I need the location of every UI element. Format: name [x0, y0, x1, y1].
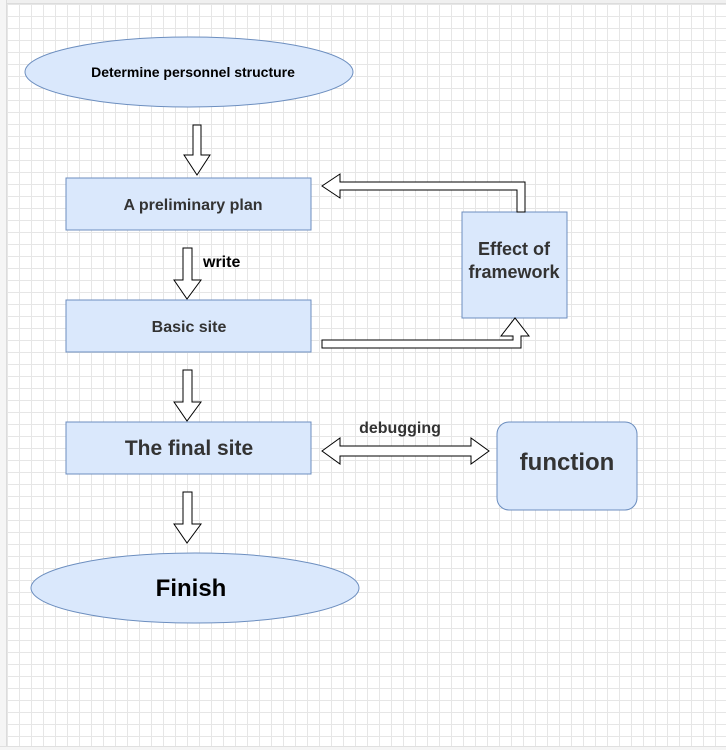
node-basic[interactable]: Basic site [65, 299, 312, 353]
node-framework-shape [461, 211, 568, 319]
arrow-final-function-bidirectional [321, 437, 490, 465]
edge-label-debugging: debugging [359, 420, 441, 437]
arrow-basic-to-final [173, 369, 202, 422]
node-framework-label-line2: framework [468, 262, 560, 282]
arrow-start-to-plan [183, 124, 211, 176]
node-finish-shape [30, 552, 360, 624]
node-final[interactable]: The final site [65, 421, 312, 475]
node-framework[interactable]: Effect of framework [461, 211, 568, 319]
node-plan-label: A preliminary plan [124, 197, 263, 214]
arrow-framework-to-plan [321, 173, 526, 213]
node-final-label: The final site [125, 437, 253, 460]
edge-label-write: write [202, 254, 240, 271]
node-start-label: Determine personnel structure [91, 64, 295, 80]
node-final-shape [65, 421, 312, 475]
node-finish[interactable]: Finish [30, 552, 360, 624]
arrow-plan-to-basic [173, 247, 202, 300]
arrow-basic-to-framework [321, 317, 531, 349]
node-start-shape [24, 36, 354, 108]
node-plan-shape [65, 177, 312, 231]
node-basic-shape [65, 299, 312, 353]
canvas-left-border [0, 0, 7, 750]
arrow-final-to-finish [173, 491, 202, 544]
node-plan[interactable]: A preliminary plan [65, 177, 312, 231]
node-start[interactable]: Determine personnel structure [24, 36, 354, 108]
node-function[interactable]: function [496, 421, 638, 511]
node-function-shape [496, 421, 638, 511]
canvas-top-border [0, 0, 726, 4]
node-basic-label: Basic site [152, 319, 227, 336]
canvas-bottom-border [0, 746, 726, 750]
node-finish-label: Finish [156, 575, 227, 602]
node-function-label: function [520, 449, 615, 476]
node-framework-label-line1: Effect of [478, 239, 551, 259]
